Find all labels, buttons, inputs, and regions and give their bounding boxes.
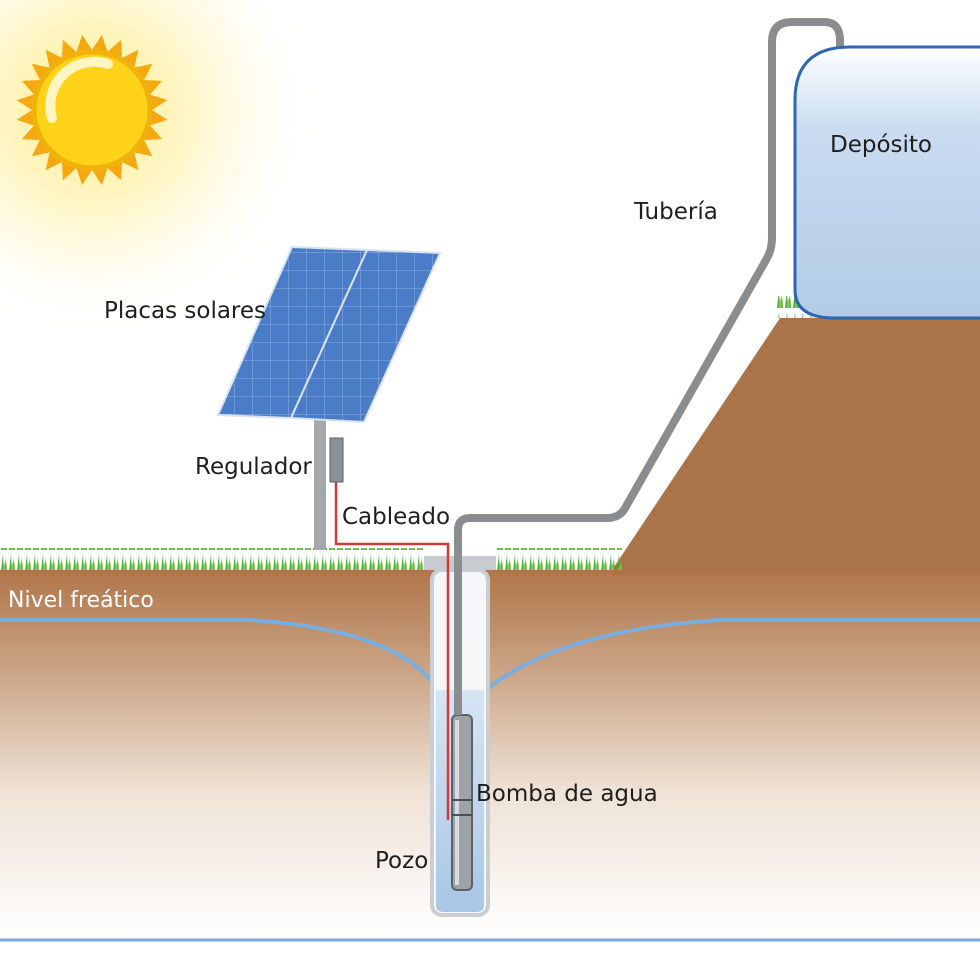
label-placas: Placas solares — [104, 298, 267, 324]
label-deposito: Depósito — [830, 132, 932, 158]
label-tuberia: Tubería — [634, 199, 718, 225]
pipe — [454, 18, 844, 715]
tank-icon — [793, 45, 980, 320]
water-table-line — [0, 618, 980, 692]
label-cableado: Cableado — [342, 504, 451, 530]
grass-right — [497, 548, 622, 570]
panel-post — [314, 420, 326, 550]
pump-icon — [451, 714, 473, 891]
hill — [612, 318, 980, 575]
label-nivel: Nivel freático — [8, 588, 154, 613]
solar-panel-icon — [216, 245, 442, 424]
label-pozo: Pozo — [375, 848, 429, 874]
sun-icon — [0, 0, 322, 340]
label-regulador: Regulador — [195, 454, 312, 480]
grass-left — [0, 548, 425, 570]
label-bomba: Bomba de agua — [476, 781, 658, 807]
regulator-box-icon — [329, 437, 344, 483]
cable — [334, 480, 450, 820]
